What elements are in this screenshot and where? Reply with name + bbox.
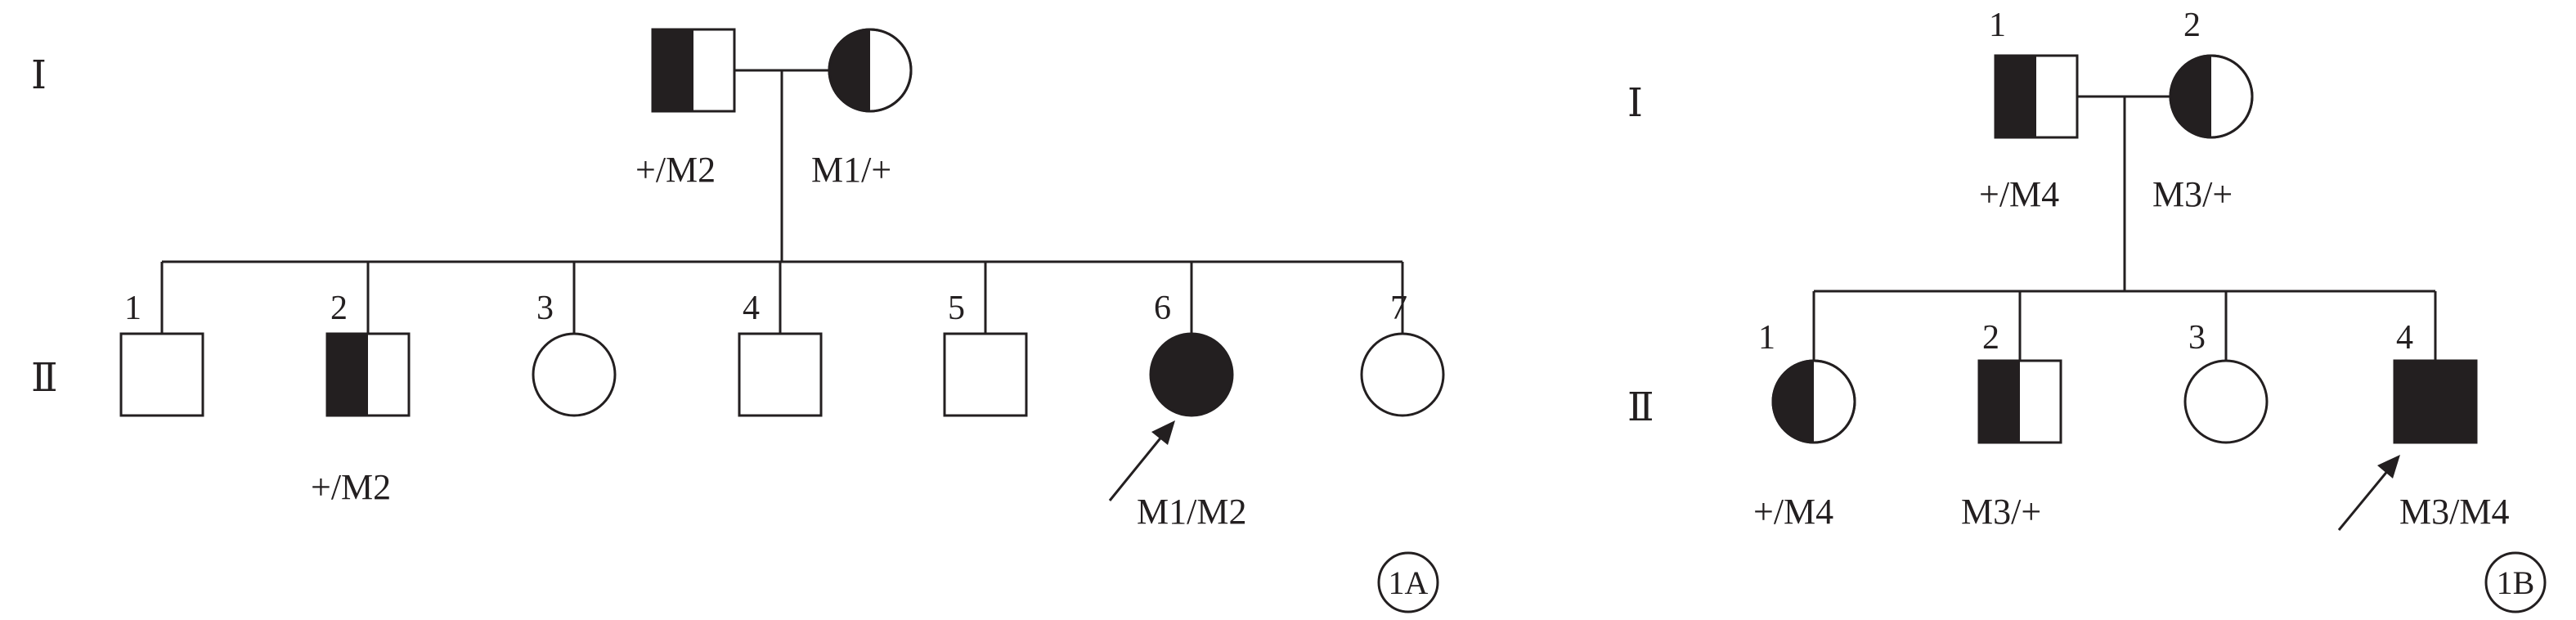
individual-number: 2 (2183, 7, 2201, 44)
genotype-label: M3/+ (2152, 174, 2233, 214)
genotype-label: M3/M4 (2399, 492, 2509, 532)
individual-number: 7 (1390, 290, 1407, 327)
pedigree-lines (160, 69, 1404, 334)
figure-label-1a: 1A (1377, 551, 1439, 613)
individual-i-2-female-carrier (828, 28, 913, 113)
pedigree-lines (1812, 95, 2437, 361)
svg-text:1B: 1B (2497, 564, 2535, 601)
individual-number: 1 (1758, 319, 1775, 357)
panel-1b: Ⅰ Ⅱ 1 +/M4 2 M3/+ 1 (1627, 7, 2547, 613)
individual-number: 6 (1154, 290, 1171, 327)
genotype-label: M1/M2 (1137, 492, 1246, 532)
individual-i-2-female-carrier (2169, 54, 2254, 139)
individual-ii-3-female (2183, 359, 2269, 444)
individual-ii-3-female (532, 332, 617, 417)
individual-i-1-male-carrier (1994, 54, 2079, 139)
individual-ii-2-male-carrier (1977, 359, 2062, 444)
individual-number: 5 (948, 290, 965, 327)
individual-number: 4 (2396, 319, 2413, 357)
generation-label-i: Ⅰ (1627, 82, 1643, 125)
individual-number: 2 (1982, 319, 1999, 357)
individual-number: 1 (124, 290, 141, 327)
generation-label-ii: Ⅱ (1627, 386, 1654, 429)
individual-ii-4-male (738, 332, 823, 417)
individual-number: 1 (1989, 7, 2006, 44)
genotype-label: +/M2 (311, 467, 391, 507)
panel-1a: Ⅰ Ⅱ +/M2 M1/+ 1 (31, 28, 1445, 613)
genotype-label: +/M4 (1753, 492, 1833, 532)
individual-number: 4 (743, 290, 760, 327)
generation-label-i: Ⅰ (31, 54, 47, 97)
individual-ii-6-female-affected (1149, 332, 1234, 417)
individual-i-1-male-carrier (651, 28, 736, 113)
individual-number: 3 (2188, 319, 2206, 357)
figure-label-1b: 1B (2484, 551, 2547, 613)
individual-number: 3 (536, 290, 554, 327)
individual-ii-1-female-carrier (1771, 359, 1856, 444)
individual-ii-1-male (119, 332, 204, 417)
individual-ii-5-male (943, 332, 1028, 417)
genotype-label: +/M4 (1979, 174, 2059, 214)
genotype-label: M3/+ (1961, 492, 2041, 532)
proband-arrow (1108, 420, 1175, 501)
individual-ii-7-female (1360, 332, 1445, 417)
genotype-label: M1/+ (811, 150, 891, 190)
generation-label-ii: Ⅱ (31, 357, 58, 400)
individual-ii-2-male-carrier (325, 332, 411, 417)
genotype-label: +/M2 (635, 150, 716, 190)
individual-ii-4-male-affected (2393, 359, 2478, 444)
svg-text:1A: 1A (1389, 564, 1429, 601)
proband-arrow (2337, 455, 2400, 531)
individual-number: 2 (330, 290, 348, 327)
